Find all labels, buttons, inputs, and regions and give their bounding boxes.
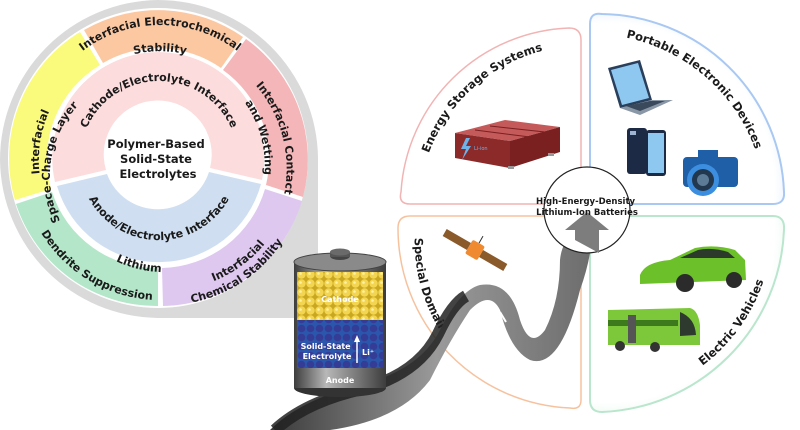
satellite-icon bbox=[442, 229, 508, 271]
cathode-label: Cathode bbox=[321, 295, 359, 304]
application-panels: Energy Storage Systems Portable Electron… bbox=[397, 12, 786, 414]
segment-cathode-interface bbox=[52, 52, 265, 183]
hub-circle: High-Energy-Density Lithium-Ion Batterie… bbox=[536, 166, 638, 254]
container-label: Li-ion bbox=[474, 146, 488, 152]
ion-label: Li⁺ bbox=[362, 348, 374, 357]
smartphone-icon bbox=[627, 128, 666, 176]
laptop-icon bbox=[608, 60, 673, 115]
segment-chemical-stability bbox=[162, 189, 302, 306]
segment-dendrite-suppression bbox=[16, 192, 158, 307]
panel-energy-storage bbox=[399, 27, 582, 205]
camera-icon bbox=[683, 150, 738, 196]
segment-electrochemical-stability bbox=[84, 10, 243, 68]
center-title: Polymer-Based Solid-State Electrolytes bbox=[107, 137, 208, 181]
battery-cell: Cathode Solid-State Electrolyte Li⁺ Anod… bbox=[293, 248, 387, 397]
interface-wheel: Polymer-Based Solid-State Electrolytes C… bbox=[0, 0, 318, 318]
label-electrochemical-stability-2: Stability bbox=[132, 41, 188, 57]
electric-car-icon bbox=[640, 246, 746, 292]
segment-space-charge-layer bbox=[9, 32, 101, 200]
segment-anode-interface bbox=[57, 172, 261, 263]
hub-title: High-Energy-Density Lithium-Ion Batterie… bbox=[536, 197, 638, 218]
energy-storage-container-icon: Li-ion bbox=[455, 120, 560, 169]
electrolyte-layer bbox=[297, 320, 383, 368]
anode-label: Anode bbox=[326, 376, 355, 385]
electrolyte-label: Solid-State Electrolyte bbox=[301, 342, 354, 361]
electric-bus-icon bbox=[608, 308, 700, 352]
cathode-layer bbox=[297, 272, 383, 320]
segment-contact-wetting bbox=[223, 39, 308, 197]
